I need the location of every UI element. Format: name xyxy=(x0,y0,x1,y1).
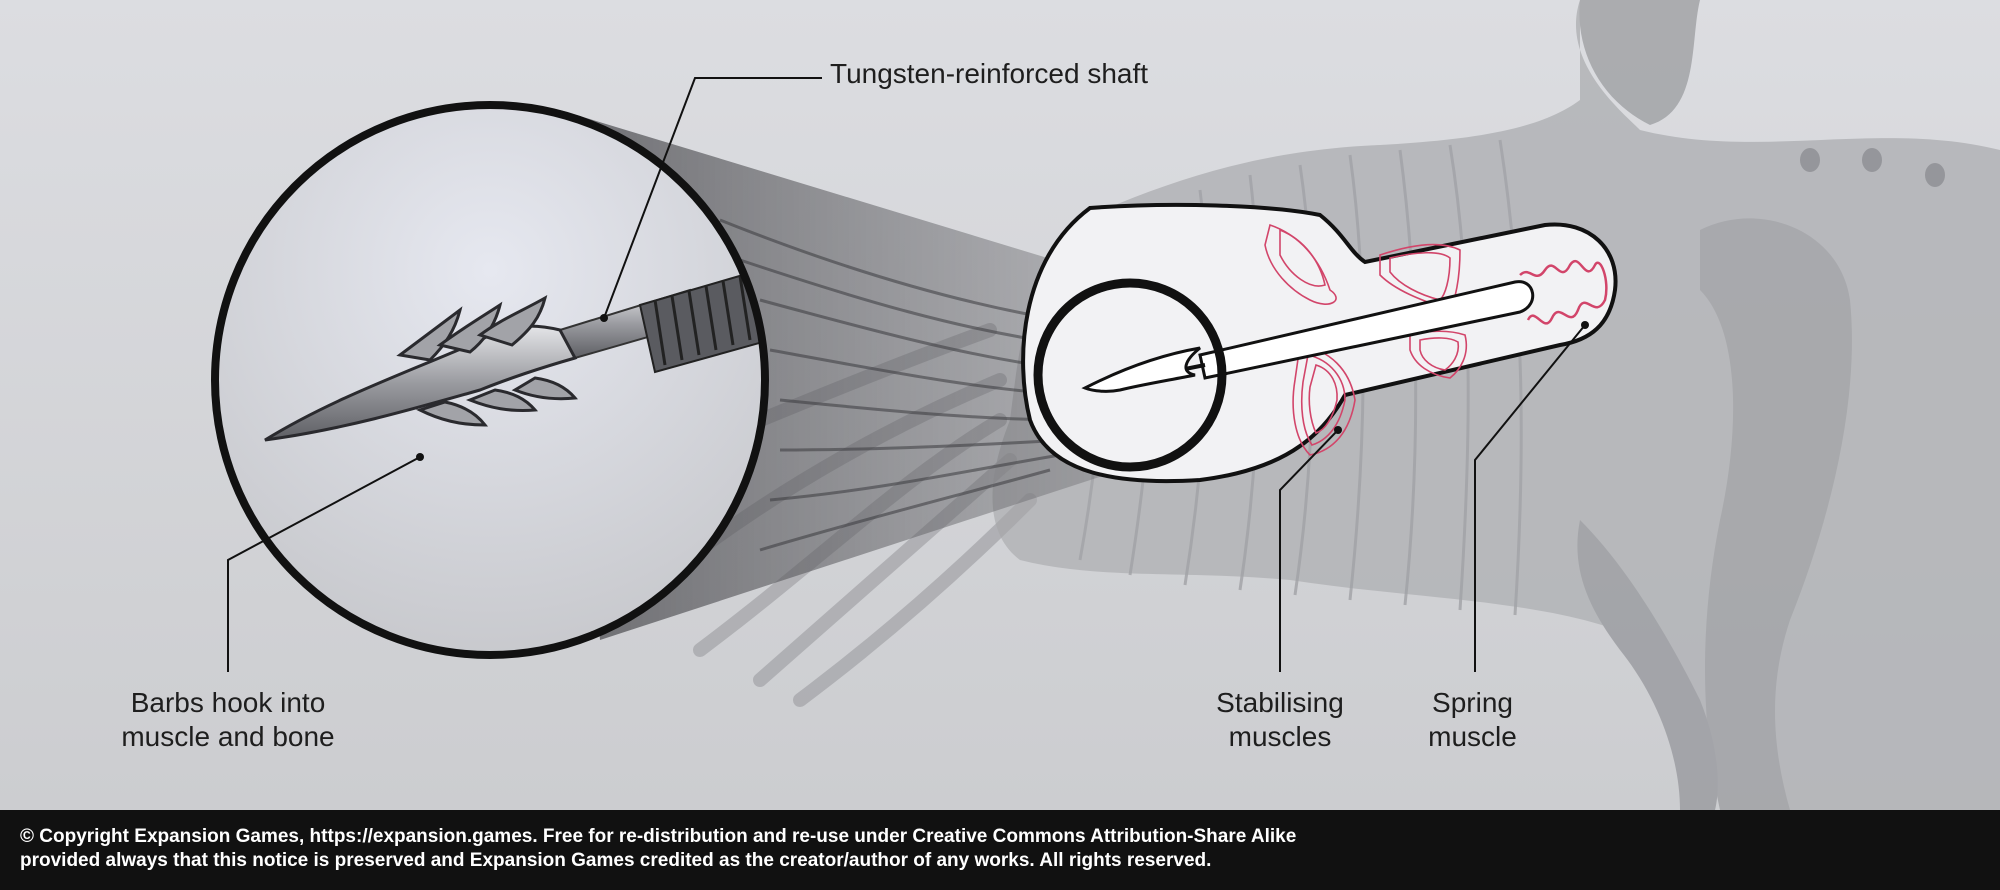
leader-barbs xyxy=(227,456,421,672)
leader-stabilising xyxy=(1279,429,1339,672)
label-spring-muscle: Spring muscle xyxy=(1400,686,1545,754)
leader-spring xyxy=(1474,324,1586,672)
leader-shaft xyxy=(603,77,822,319)
shaft-collar xyxy=(638,268,765,374)
label-stab-line1: Stabilising xyxy=(1216,687,1344,718)
copyright-footer: © Copyright Expansion Games, https://exp… xyxy=(0,810,2000,890)
footer-line-2: provided always that this notice is pres… xyxy=(20,850,1212,871)
label-spring-line1: Spring xyxy=(1432,687,1513,718)
spring-muscle xyxy=(1519,260,1608,325)
label-stabilising-muscles: Stabilising muscles xyxy=(1200,686,1360,754)
barbed-head xyxy=(264,324,578,442)
stabilising-muscles xyxy=(1264,223,1468,456)
leader-lines xyxy=(227,77,1586,672)
label-tungsten-shaft: Tungsten-reinforced shaft xyxy=(830,57,1148,91)
label-barbs-line2: muscle and bone xyxy=(121,721,335,752)
small-lens xyxy=(1033,278,1227,472)
creature-illustration xyxy=(0,0,2000,810)
footer-line-1: © Copyright Expansion Games, https://exp… xyxy=(20,826,1297,847)
label-spring-line2: muscle xyxy=(1428,721,1517,752)
small-spike-head xyxy=(1081,346,1201,393)
label-barbs-line1: Barbs hook into xyxy=(130,687,326,718)
label-barbs: Barbs hook into muscle and bone xyxy=(108,686,348,754)
label-shaft-text: Tungsten-reinforced shaft xyxy=(830,58,1149,89)
zoom-lens xyxy=(211,101,769,659)
spike-channel xyxy=(1198,280,1535,380)
label-stab-line2: muscles xyxy=(1228,721,1332,752)
